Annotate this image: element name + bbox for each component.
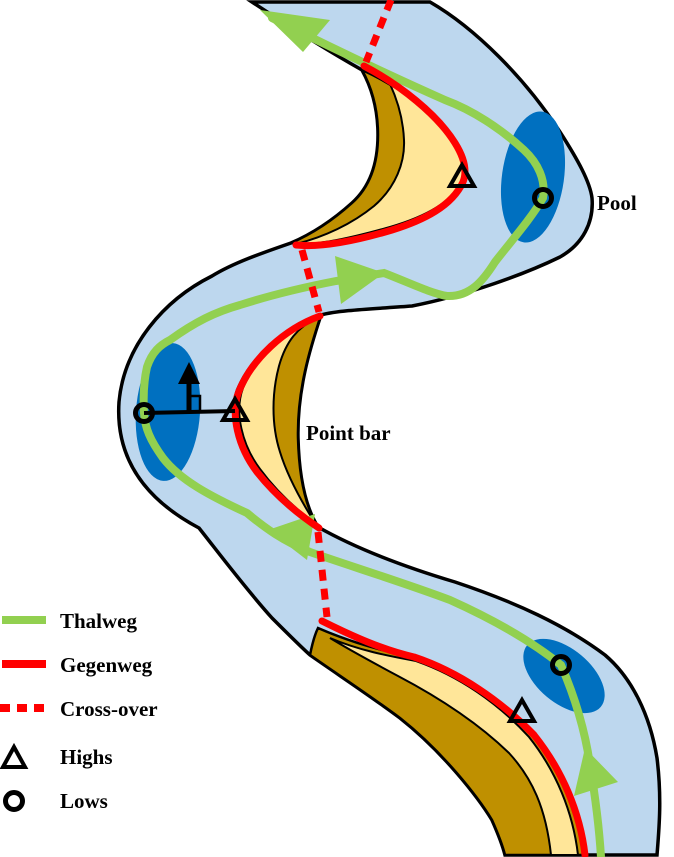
gegenweg-crossover xyxy=(231,0,589,857)
flow-arrowhead-middle-reach xyxy=(335,256,384,304)
legend-label-crossover: Cross-over xyxy=(60,697,158,721)
low-marker-circle-top xyxy=(532,187,554,209)
cross-section-gizmo xyxy=(143,362,236,415)
crossover-line-middle xyxy=(298,249,323,313)
legend-label-gegenweg: Gegenweg xyxy=(60,653,153,677)
crossover-line-bottom xyxy=(314,531,331,618)
low-marker-circle-bottom xyxy=(550,654,572,676)
high-marker-triangle-top xyxy=(446,160,478,188)
right-angle-mark xyxy=(189,394,202,411)
gegenweg-line-middle xyxy=(231,312,324,532)
pool-label: Pool xyxy=(597,191,637,215)
high-marker-triangle-bottom xyxy=(506,695,538,723)
flow-arrowhead-lower-reach xyxy=(268,514,315,560)
legend-label-highs: Highs xyxy=(60,745,113,769)
point-bar-label: Point bar xyxy=(306,421,391,445)
legend-label-lows: Lows xyxy=(60,789,108,813)
gegenweg-line-bottom xyxy=(318,617,589,857)
thalweg-line xyxy=(139,14,605,857)
legend-label-thalweg: Thalweg xyxy=(60,609,138,633)
markers xyxy=(133,160,572,723)
perpendicular-arrow-head xyxy=(178,362,200,384)
thalweg xyxy=(139,10,618,857)
flow-arrowhead-bottom xyxy=(574,748,618,796)
cross-section-line xyxy=(143,409,236,415)
gegenweg-line-top xyxy=(292,62,469,250)
legend-swatch-lows-circle-icon xyxy=(3,790,25,812)
flow-arrowhead-top-exit xyxy=(260,10,330,52)
legend: Thalweg Gegenweg Cross-over Highs Lows xyxy=(0,609,158,813)
legend-swatch-highs-triangle-icon xyxy=(0,742,29,769)
high-marker-triangle-middle xyxy=(219,394,251,422)
low-marker-circle-middle xyxy=(133,402,155,424)
